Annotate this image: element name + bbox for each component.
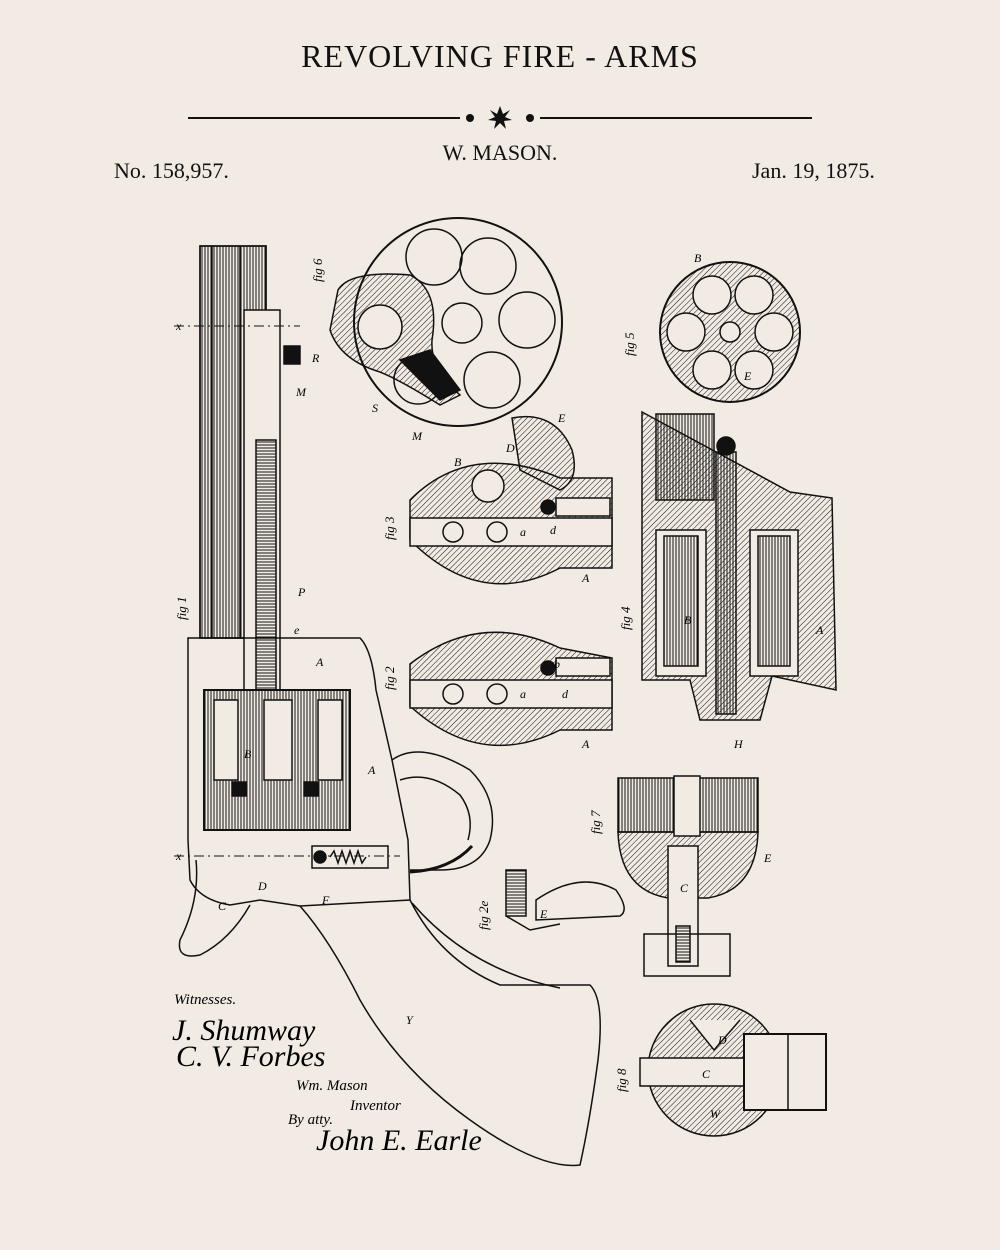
part-letter: A bbox=[367, 763, 376, 777]
part-letter: A bbox=[581, 571, 590, 585]
patent-title: REVOLVING FIRE - ARMS bbox=[301, 38, 699, 74]
part-letter: S bbox=[372, 401, 378, 415]
figure-1-label: fig 1 bbox=[174, 597, 189, 620]
part-letter: E bbox=[763, 851, 772, 865]
figure-8-label: fig 8 bbox=[614, 1068, 629, 1092]
part-letter: e bbox=[294, 623, 300, 637]
part-letter: P bbox=[297, 585, 306, 599]
figure-2-section bbox=[409, 631, 613, 747]
part-letter: d bbox=[562, 687, 569, 701]
star-ornament-icon bbox=[488, 106, 512, 129]
part-letter: F bbox=[321, 893, 330, 907]
witness-1-signature: J. Shumway bbox=[172, 1014, 316, 1047]
attorney-signature: John E. Earle bbox=[316, 1124, 482, 1157]
figure-1-revolver bbox=[174, 245, 601, 1167]
part-letter: R bbox=[311, 351, 320, 365]
figure-6-cylinder-rear bbox=[329, 217, 563, 427]
part-letter: D bbox=[717, 1033, 727, 1047]
part-letter: H bbox=[733, 737, 744, 751]
part-letter: C bbox=[218, 899, 227, 913]
attorney-prefix: By atty. bbox=[288, 1112, 333, 1128]
part-letter: d bbox=[550, 523, 557, 537]
figure-7-label: fig 7 bbox=[588, 810, 603, 834]
patent-date: Jan. 19, 1875. bbox=[752, 158, 875, 183]
part-letter: B bbox=[684, 613, 692, 627]
part-letter: D bbox=[505, 441, 515, 455]
figure-2-label: fig 2 bbox=[382, 666, 397, 690]
witnesses-heading: Witnesses. bbox=[174, 992, 236, 1008]
part-letter: A bbox=[815, 623, 824, 637]
inventor-name: W. MASON. bbox=[442, 140, 558, 165]
figure-4-section bbox=[641, 410, 837, 721]
witness-2-signature: C. V. Forbes bbox=[176, 1040, 325, 1073]
patent-number: No. 158,957. bbox=[114, 158, 229, 183]
part-letter: B bbox=[694, 251, 702, 265]
figure-3-section bbox=[409, 416, 613, 585]
part-letter: A bbox=[581, 737, 590, 751]
part-letter: M bbox=[295, 385, 307, 399]
inventor-role: Inventor bbox=[349, 1098, 401, 1114]
part-letter: x bbox=[175, 849, 182, 863]
part-letter: M bbox=[411, 429, 423, 443]
part-letter: W bbox=[710, 1107, 721, 1121]
part-letter: B bbox=[454, 455, 462, 469]
figure-2e-detail bbox=[505, 869, 625, 931]
part-letter: C bbox=[702, 1067, 711, 1081]
part-letter: D bbox=[257, 879, 267, 893]
figure-8-detail bbox=[639, 1003, 827, 1137]
figure-5-cylinder-front bbox=[659, 261, 801, 403]
part-letter: Y bbox=[406, 1013, 414, 1027]
figure-3-label: fig 3 bbox=[382, 516, 397, 540]
part-letter: E bbox=[539, 907, 548, 921]
part-letter: C bbox=[680, 881, 689, 895]
part-letter: B bbox=[244, 747, 252, 761]
ornamental-divider bbox=[188, 106, 812, 129]
inventor-signature: Wm. Mason bbox=[296, 1078, 368, 1094]
part-letter: a bbox=[520, 687, 526, 701]
part-letter: b bbox=[554, 657, 560, 671]
part-letter: a bbox=[520, 525, 526, 539]
figure-7-detail bbox=[617, 775, 759, 977]
figure-6-label: fig 6 bbox=[310, 258, 325, 282]
figure-5-label: fig 5 bbox=[622, 332, 637, 356]
part-letter: x bbox=[175, 319, 182, 333]
part-letter: E bbox=[743, 369, 752, 383]
part-letter: E bbox=[557, 411, 566, 425]
figure-4-label: fig 4 bbox=[618, 606, 633, 630]
figure-2e-label: fig 2e bbox=[476, 901, 491, 930]
part-letter: A bbox=[315, 655, 324, 669]
